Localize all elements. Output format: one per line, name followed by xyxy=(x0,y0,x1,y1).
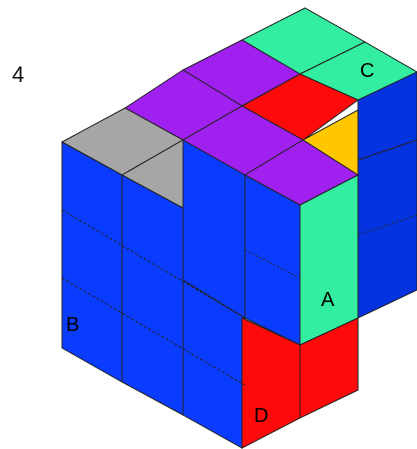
front-col-4 xyxy=(244,174,301,346)
problem-number: 4 xyxy=(12,62,24,87)
label-a: A xyxy=(321,289,335,311)
right-face xyxy=(357,71,417,319)
grid-line xyxy=(61,277,246,386)
front-col-1 xyxy=(61,141,123,383)
front-col-2 xyxy=(121,174,184,416)
label-c: C xyxy=(360,60,374,82)
front-tile-red-d-right xyxy=(299,317,359,419)
grid-line xyxy=(357,139,417,161)
grid-line xyxy=(61,209,246,319)
label-d: D xyxy=(254,405,268,427)
label-b: B xyxy=(66,314,79,336)
front-tile-green-a xyxy=(299,174,359,346)
